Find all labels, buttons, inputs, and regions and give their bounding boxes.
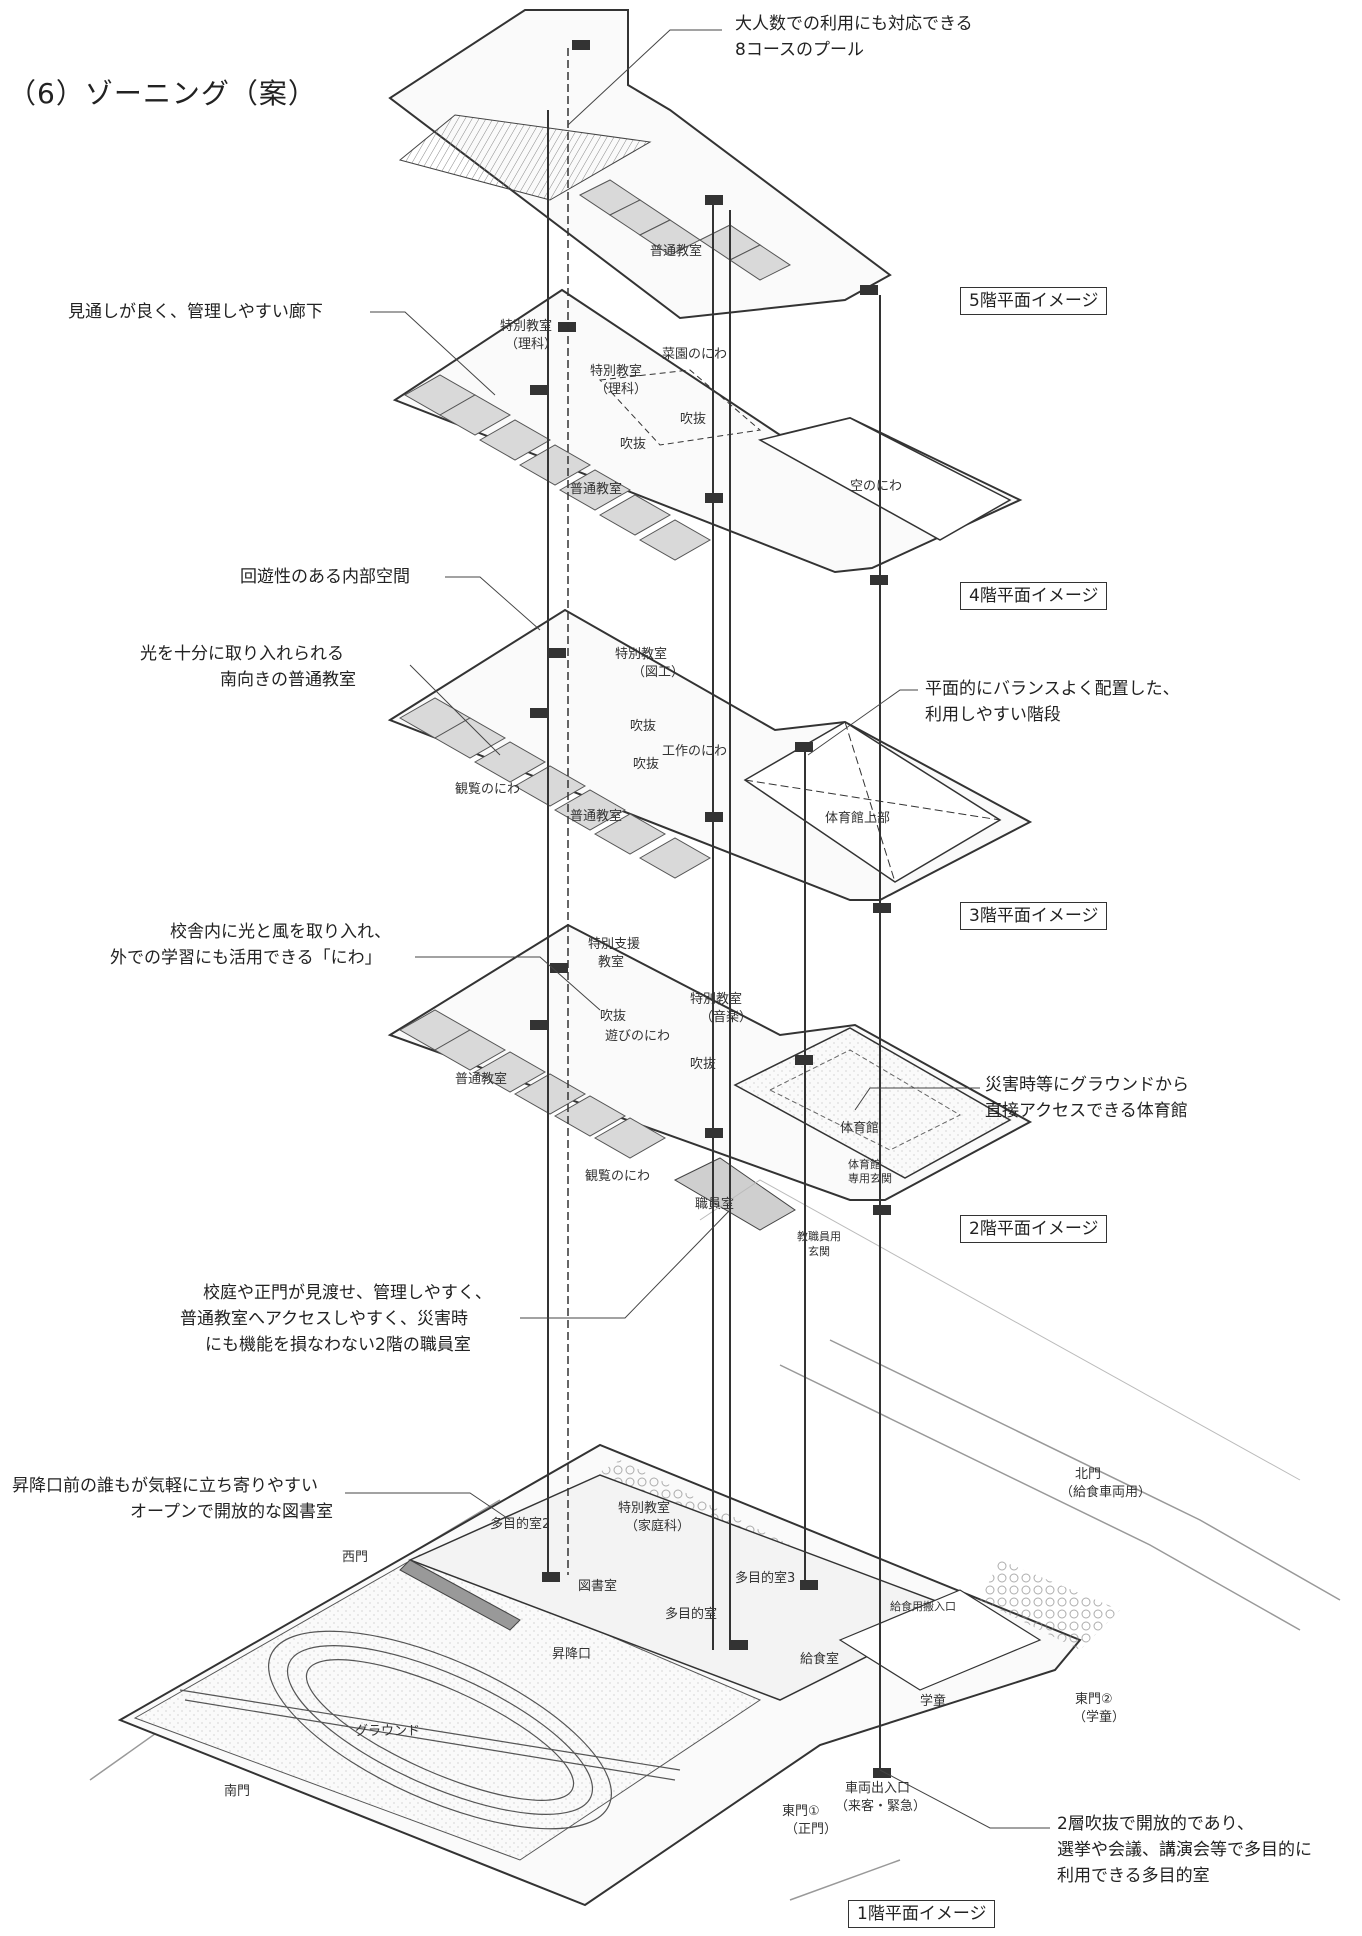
f2-gym-label: 体育館 xyxy=(840,1120,879,1136)
gate-east2-label: 東門② xyxy=(1075,1691,1113,1707)
gate-north-sub-label: （給食車両用） xyxy=(1060,1484,1151,1500)
f2-gym-ent-label: 体育館 xyxy=(848,1157,881,1171)
floor-1-plan: 多目的室2 特別教室 （家庭科） 図書室 多目的室3 多目的室 給食用搬入口 昇… xyxy=(89,1179,1341,1907)
gate-south-label: 南門 xyxy=(224,1783,250,1799)
f4-sky-label: 空のにわ xyxy=(850,479,902,494)
annotation-multipurpose-line3: 利用できる多目的室 xyxy=(1057,1866,1210,1886)
f3-art-label: 特別教室 xyxy=(615,646,667,662)
gate-west-label: 西門 xyxy=(342,1550,368,1565)
f1-delivery-label: 給食用搬入口 xyxy=(890,1599,956,1613)
floor-2-plan: 特別支援 教室 特別教室 （音楽） 吹抜 遊びのにわ 吹抜 普通教室 体育館 体… xyxy=(387,923,1033,1258)
f4-garden-label: 菜園のにわ xyxy=(662,347,727,362)
f1-after-label: 学童 xyxy=(920,1693,946,1709)
annotation-pool-line2: 8コースのプール xyxy=(735,40,864,60)
f4-void1-label: 吹抜 xyxy=(680,411,706,427)
running-track xyxy=(179,1630,681,1830)
f3-gym-upper-label: 体育館上部 xyxy=(825,810,890,826)
f1-mp3-label: 多目的室3 xyxy=(735,1570,795,1586)
f4-sci2-label: 特別教室 xyxy=(590,363,642,379)
f1-library-label: 図書室 xyxy=(578,1578,617,1594)
f1-mp-label: 多目的室 xyxy=(665,1606,717,1622)
floor-4-label: 4階平面イメージ xyxy=(960,582,1108,610)
f2-musicb-label: （音楽） xyxy=(700,1009,752,1025)
f3-void2-label: 吹抜 xyxy=(633,756,659,772)
f3-work-label: 工作のにわ xyxy=(662,744,727,759)
f2-view-label: 観覧のにわ xyxy=(585,1168,650,1184)
annotation-niwa-line2: 外での学習にも活用できる「にわ」 xyxy=(110,948,382,968)
f2-classroom-label: 普通教室 xyxy=(455,1071,507,1087)
vertical-stair-lines xyxy=(547,48,881,1770)
f3-void1-label: 吹抜 xyxy=(630,718,656,734)
gate-north-label: 北門 xyxy=(1075,1467,1101,1482)
gate-vehicle-sub-label: （来客・緊急） xyxy=(835,1798,926,1814)
annotation-niwa-line1: 校舎内に光と風を取り入れ、 xyxy=(170,922,392,942)
f1-mp2-label: 多目的室2 xyxy=(490,1516,550,1532)
gate-east1-label: 東門① xyxy=(782,1803,820,1819)
f2-supportb-label: 教室 xyxy=(598,954,624,970)
annotation-stairs-line2: 利用しやすい階段 xyxy=(925,705,1061,725)
gate-east2-sub-label: （学童） xyxy=(1073,1709,1125,1725)
f4-sci1-label: 特別教室 xyxy=(500,318,552,334)
f2-staff-ent-label: 教職員用 xyxy=(797,1230,841,1243)
floor-3-plan: 特別教室 （図工） 吹抜 工作のにわ 吹抜 観覧のにわ 普通教室 体育館上部 xyxy=(387,608,1033,913)
annotation-south-class-line1: 光を十分に取り入れられる xyxy=(140,644,344,664)
annotation-staff-line3: にも機能を損なわない2階の職員室 xyxy=(205,1335,471,1355)
annotation-multipurpose-line1: 2層吹抜で開放的であり、 xyxy=(1057,1814,1254,1834)
f5-classroom-label: 普通教室 xyxy=(650,243,702,259)
f3-view-label: 観覧のにわ xyxy=(455,781,520,797)
annotation-corridor: 見通しが良く、管理しやすい廊下 xyxy=(68,302,323,322)
f2-support-label: 特別支援 xyxy=(588,937,640,952)
f2-staff-label: 職員室 xyxy=(695,1196,734,1212)
f1-kitchen-label: 給食室 xyxy=(800,1651,839,1667)
annotation-south-class-line2: 南向きの普通教室 xyxy=(220,670,356,690)
annotation-pool-line1: 大人数での利用にも対応できる xyxy=(735,14,973,34)
f4-sci2b-label: （理科） xyxy=(595,382,647,397)
floor-5-label: 5階平面イメージ xyxy=(960,287,1108,315)
f1-shoes-label: 昇降口 xyxy=(552,1647,591,1662)
f1-home-label: 特別教室 xyxy=(618,1500,670,1516)
f2-gym-entb-label: 専用玄関 xyxy=(848,1171,892,1185)
f2-void1-label: 吹抜 xyxy=(600,1008,626,1024)
f3-artb-label: （図工） xyxy=(632,665,684,680)
f4-classroom-label: 普通教室 xyxy=(570,481,622,497)
f2-staff-entb-label: 玄関 xyxy=(808,1244,830,1258)
f1-homeb-label: （家庭科） xyxy=(625,1518,690,1534)
page-title: （6）ゾーニング（案） xyxy=(8,77,317,110)
annotation-inner-space: 回遊性のある内部空間 xyxy=(240,567,410,587)
floor-2-label: 2階平面イメージ xyxy=(960,1215,1108,1243)
leader-lines xyxy=(345,29,1050,1829)
f3-classroom-label: 普通教室 xyxy=(570,808,622,824)
gate-east1-sub-label: （正門） xyxy=(785,1822,837,1837)
floor-4-plan: 特別教室 （理科） 特別教室 （理科） 菜園のにわ 吹抜 吹抜 普通教室 空のに… xyxy=(392,288,1023,585)
annotation-library-line2: オープンで開放的な図書室 xyxy=(130,1502,333,1522)
f1-ground-label: グラウンド xyxy=(355,1724,420,1739)
annotation-multipurpose-line2: 選挙や会議、講演会等で多目的に xyxy=(1057,1840,1312,1860)
floor-3-label: 3階平面イメージ xyxy=(960,902,1108,930)
floor-1-label: 1階平面イメージ xyxy=(848,1900,996,1928)
annotation-library-line1: 昇降口前の誰もが気軽に立ち寄りやすい xyxy=(12,1476,318,1496)
f2-play-label: 遊びのにわ xyxy=(605,1029,670,1044)
f2-music-label: 特別教室 xyxy=(690,991,742,1007)
annotation-stairs-line1: 平面的にバランスよく配置した、 xyxy=(925,679,1180,699)
annotation-gym-line1: 災害時等にグラウンドから xyxy=(985,1075,1189,1095)
f2-void2-label: 吹抜 xyxy=(690,1056,716,1072)
f4-sci1b-label: （理科） xyxy=(505,337,557,352)
f4-void2-label: 吹抜 xyxy=(620,436,646,452)
annotation-staff-line2: 普通教室へアクセスしやすく、災害時 xyxy=(180,1309,468,1329)
annotation-staff-line1: 校庭や正門が見渡せ、管理しやすく、 xyxy=(203,1283,492,1303)
annotation-gym-line2: 直接アクセスできる体育館 xyxy=(985,1101,1188,1121)
gate-vehicle-label: 車両出入口 xyxy=(845,1781,910,1796)
